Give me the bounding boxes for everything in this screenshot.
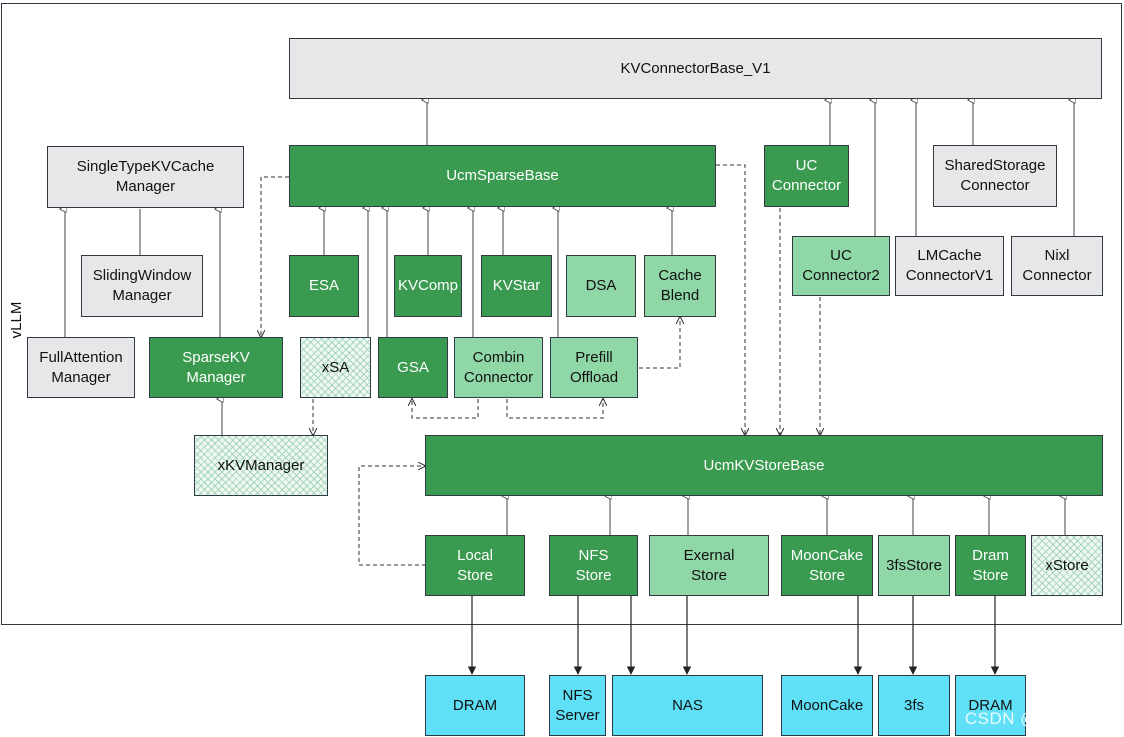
ucmsparsebase-box: UcmSparseBase [289,145,716,207]
mooncake-backend-box: MoonCake [781,675,873,736]
vllm-frame [1,3,1122,625]
fullattention-manager-box: FullAttention Manager [27,337,135,398]
esa-box: ESA [289,255,359,317]
uc-connector-box: UC Connector [764,145,849,207]
xkvmanager-box: xKVManager [194,435,328,496]
dram-backend-box: DRAM [425,675,525,736]
csdn-watermark: CSDN @攻城狮7号 [964,709,1118,728]
uc-connector2-box: UC Connector2 [792,236,890,296]
nas-box: NAS [612,675,763,736]
mooncake-store-box: MoonCake Store [781,535,873,596]
3fsstore-box: 3fsStore [878,535,950,596]
prefill-offload-box: Prefill Offload [550,337,638,398]
singletype-kvcache-manager-box: SingleTypeKVCache Manager [47,146,244,208]
lmcache-connectorv1-box: LMCache ConnectorV1 [895,236,1004,296]
gsa-box: GSA [378,337,448,398]
local-store-box: Local Store [425,535,525,596]
dram-store-box: Dram Store [955,535,1026,596]
sparsekv-manager-box: SparseKV Manager [149,337,283,398]
exernal-store-box: Exernal Store [649,535,769,596]
combin-connector-box: Combin Connector [454,337,543,398]
kvstar-box: KVStar [481,255,552,317]
3fs-backend-box: 3fs [878,675,950,736]
kvcomp-box: KVComp [394,255,462,317]
nixl-connector-box: Nixl Connector [1011,236,1103,296]
nfs-store-box: NFS Store [549,535,638,596]
kvconnectorbase-v1-box: KVConnectorBase_V1 [289,38,1102,99]
dsa-box: DSA [566,255,636,317]
slidingwindow-manager-box: SlidingWindow Manager [81,255,203,317]
cache-blend-box: Cache Blend [644,255,716,317]
sharedstorage-connector-box: SharedStorage Connector [933,145,1057,207]
xsa-box: xSA [300,337,371,398]
dram-backend-2-box: DRAM [955,675,1026,736]
nfs-server-box: NFS Server [549,675,606,736]
xstore-box: xStore [1031,535,1103,596]
ucmkvstorebase-box: UcmKVStoreBase [425,435,1103,496]
